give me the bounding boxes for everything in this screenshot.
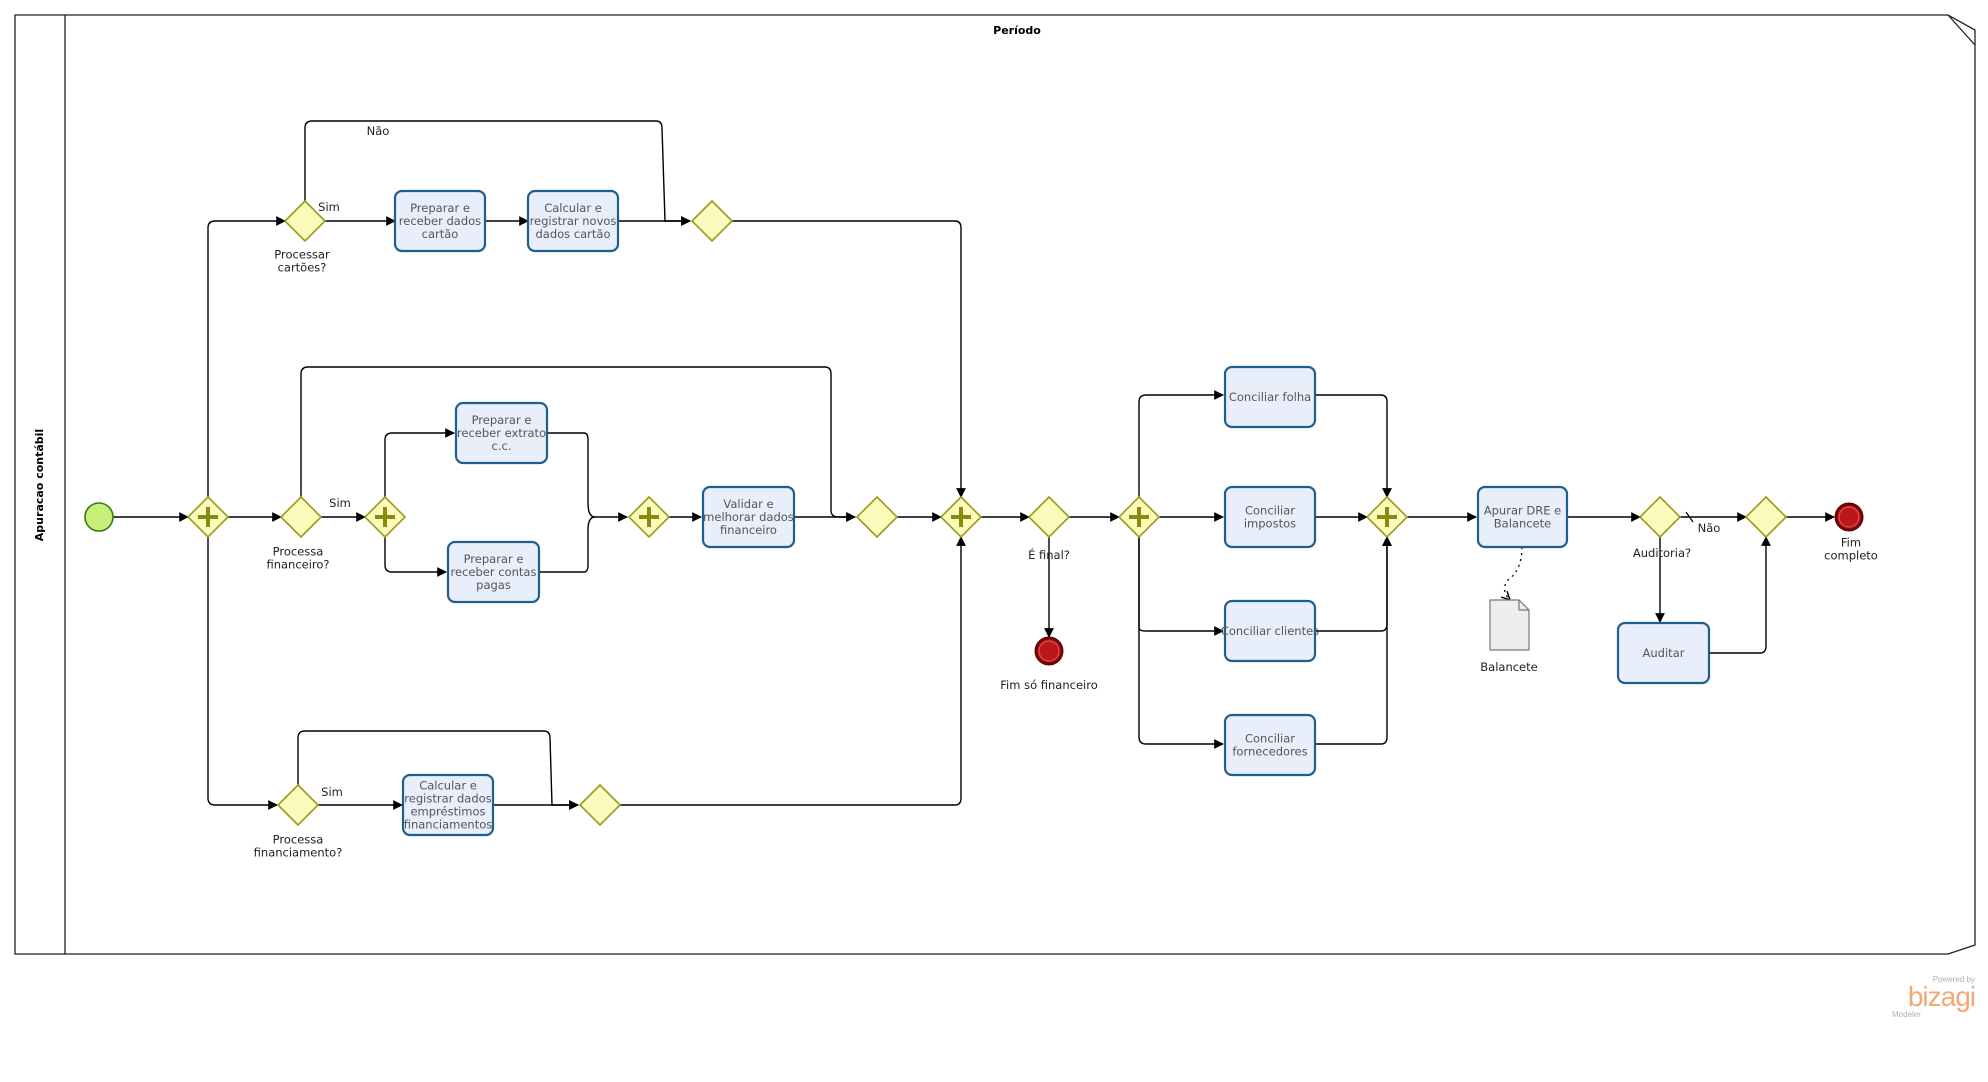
artifact-label-balancete: Balancete (1480, 660, 1537, 674)
merge-gateway-financiamento[interactable] (578, 783, 622, 827)
merge-gateway-financeiro[interactable] (855, 495, 899, 539)
gateway-label-auditoria: Auditoria? (1633, 546, 1691, 560)
end-event-fim-completo[interactable] (1834, 502, 1864, 532)
gateways (186, 199, 1788, 827)
gateway-label-e-final: É final? (1028, 547, 1070, 562)
start-event[interactable] (84, 502, 114, 532)
flow-label-nao-auditoria: Não (1698, 521, 1721, 535)
end-event-fim-so-financeiro[interactable] (1034, 636, 1064, 666)
parallel-join-conciliacoes[interactable] (1365, 495, 1409, 539)
pool: Período Apuracao contábil (14, 14, 1976, 955)
flow-label-sim-financiamento: Sim (321, 785, 343, 799)
task-conciliar-folha[interactable]: Conciliar folha (1223, 365, 1317, 429)
pool-header-label: Período (993, 24, 1041, 37)
gateway-processa-financiamento[interactable] (276, 783, 320, 827)
lane-label: Apuracao contábil (33, 429, 46, 541)
flow-label-sim-financeiro: Sim (329, 496, 351, 510)
task-conciliar-clientes[interactable]: Conciliar clientes (1221, 599, 1319, 663)
bizagi-logo: Powered by bizagi Modeler (1880, 975, 1976, 1019)
task-label: Conciliar clientes (1221, 624, 1319, 638)
task-label: Auditar (1643, 646, 1685, 660)
powered-by-text: Powered by (1932, 975, 1975, 984)
parallel-join-gateway[interactable] (939, 495, 983, 539)
gateway-auditoria[interactable] (1638, 495, 1682, 539)
gateway-processa-financeiro[interactable] (279, 495, 323, 539)
merge-gateway-auditoria[interactable] (1744, 495, 1788, 539)
parallel-split-conciliacoes[interactable] (1117, 495, 1161, 539)
gateway-e-final[interactable] (1027, 495, 1071, 539)
flow-label-nao-cartoes: Não (367, 124, 390, 138)
parallel-split-financeiro[interactable] (363, 495, 407, 539)
logo-product: Modeler (1892, 1010, 1921, 1019)
task-label: Conciliar folha (1229, 390, 1311, 404)
sequence-flows (113, 120, 1835, 810)
event-label-fim-so-financeiro: Fim só financeiro (1000, 678, 1098, 692)
parallel-split-gateway[interactable] (186, 495, 230, 539)
merge-gateway-cartoes[interactable] (690, 199, 734, 243)
flow-label-sim-cartoes: Sim (318, 200, 340, 214)
gateway-processar-cartoes[interactable] (283, 199, 327, 243)
data-object-balancete[interactable] (1489, 599, 1530, 651)
task-auditar[interactable]: Auditar (1616, 621, 1711, 685)
logo-name: bizagi (1907, 981, 1976, 1012)
parallel-join-financeiro[interactable] (627, 495, 671, 539)
